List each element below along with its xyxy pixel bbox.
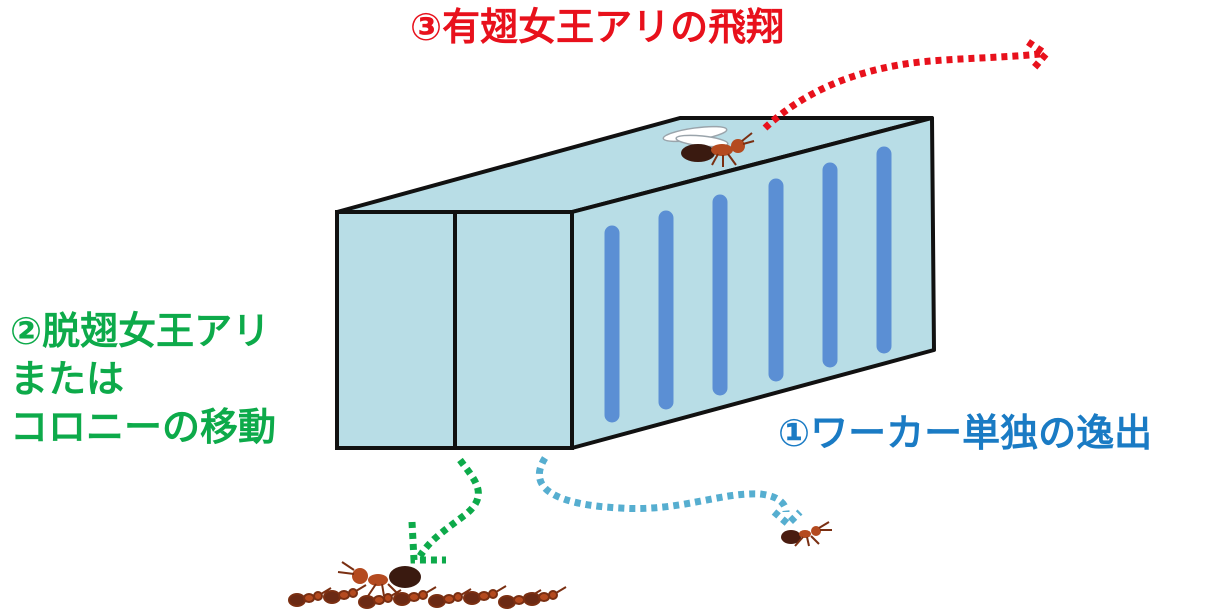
colony-label-line-3: コロニーの移動: [10, 405, 277, 449]
worker-escape-arrow: [535, 456, 803, 529]
colony-move-label: ②脱翅女王アリ または コロニーの移動: [10, 309, 277, 454]
ant-colony-group-icon: [288, 561, 567, 609]
worker-ant-icon: [781, 521, 832, 547]
flight-path-arrow: [762, 39, 1052, 131]
container-vents: [604, 146, 892, 423]
worker-escape-label: ①ワーカー単独の逸出: [778, 411, 1153, 455]
colony-workers: [288, 584, 567, 609]
colony-label-line-2: または: [10, 357, 125, 401]
colony-label-line-1: ②脱翅女王アリ: [10, 309, 271, 353]
flight-label: ③有翅女王アリの飛翔: [410, 5, 785, 49]
winged-queen-ant-icon: [662, 125, 755, 167]
shipping-container-icon: [335, 116, 936, 450]
colony-move-arrow: [408, 457, 482, 564]
